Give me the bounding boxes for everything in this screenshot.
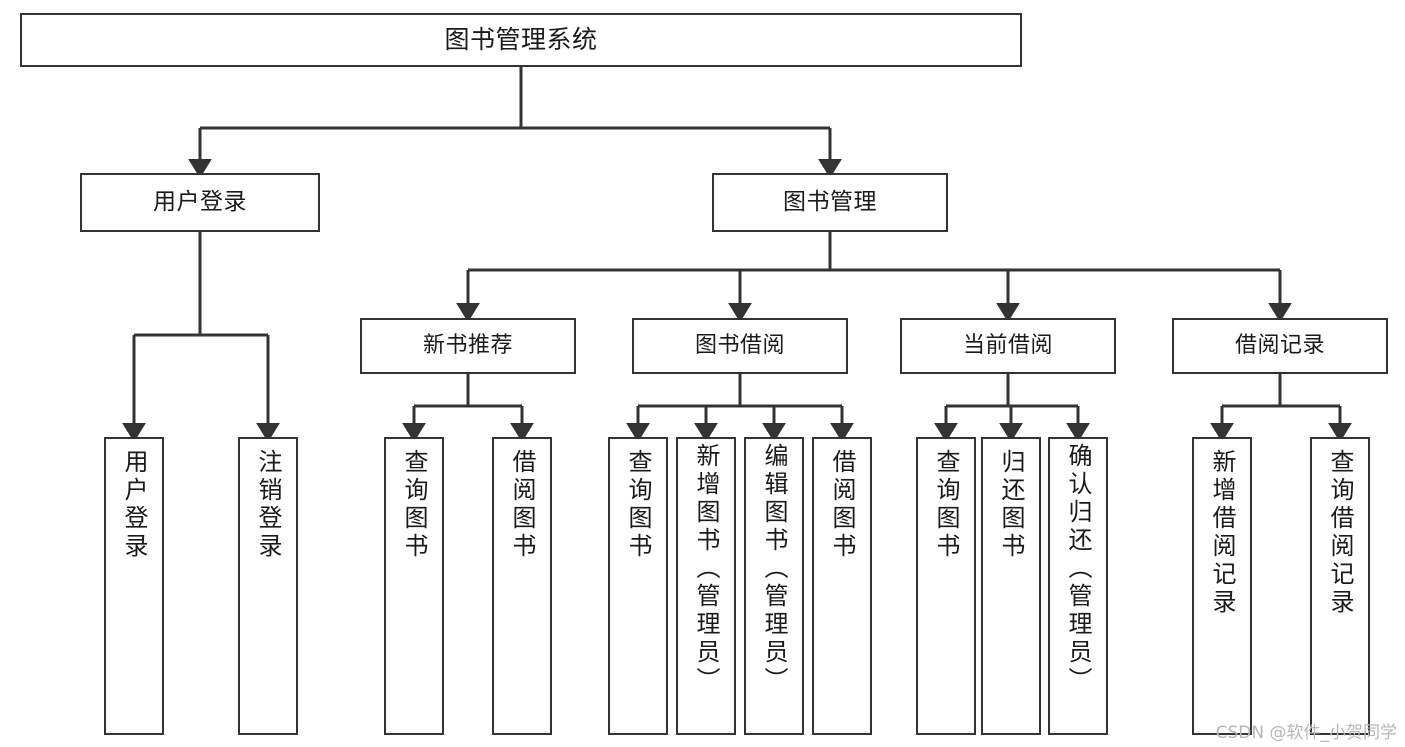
node-leaf-add-book[interactable]: 新增图书（管理员） <box>676 437 736 735</box>
node-new-book-rec-label: 新书推荐 <box>422 333 513 359</box>
node-book-manage[interactable]: 图书管理 <box>712 173 948 232</box>
node-leaf-query-book-1[interactable]: 查询图书 <box>384 437 444 735</box>
node-leaf-query-book-3[interactable]: 查询图书 <box>916 437 976 735</box>
node-leaf-query-book-3-label: 查询图书 <box>932 449 960 561</box>
node-book-borrow[interactable]: 图书借阅 <box>632 318 848 374</box>
node-borrow-record-label: 借阅记录 <box>1234 333 1325 359</box>
node-leaf-user-login[interactable]: 用户登录 <box>104 437 164 735</box>
node-leaf-query-book-1-label: 查询图书 <box>400 449 428 561</box>
node-leaf-borrow-book-2-label: 借阅图书 <box>828 449 856 561</box>
node-leaf-borrow-book-1-label: 借阅图书 <box>508 449 536 561</box>
node-new-book-rec[interactable]: 新书推荐 <box>360 318 576 374</box>
node-leaf-confirm-return-label: 确认归还（管理员） <box>1064 443 1092 695</box>
node-leaf-borrow-book-2[interactable]: 借阅图书 <box>812 437 872 735</box>
node-leaf-query-record-label: 查询借阅记录 <box>1326 449 1354 617</box>
node-leaf-return-book-label: 归还图书 <box>997 449 1025 561</box>
node-leaf-user-login-label: 用户登录 <box>120 449 148 561</box>
node-root[interactable]: 图书管理系统 <box>20 13 1022 67</box>
node-root-label: 图书管理系统 <box>444 24 598 54</box>
node-user-login[interactable]: 用户登录 <box>80 173 320 232</box>
node-leaf-edit-book-label: 编辑图书（管理员） <box>760 443 788 695</box>
node-leaf-query-book-2-label: 查询图书 <box>624 449 652 561</box>
node-borrow-record[interactable]: 借阅记录 <box>1172 318 1388 374</box>
node-leaf-confirm-return[interactable]: 确认归还（管理员） <box>1048 437 1108 735</box>
node-leaf-add-book-label: 新增图书（管理员） <box>692 443 720 695</box>
node-leaf-query-record[interactable]: 查询借阅记录 <box>1310 437 1370 735</box>
node-leaf-add-record[interactable]: 新增借阅记录 <box>1192 437 1252 735</box>
node-book-borrow-label: 图书借阅 <box>694 333 785 359</box>
node-leaf-query-book-2[interactable]: 查询图书 <box>608 437 668 735</box>
node-leaf-return-book[interactable]: 归还图书 <box>981 437 1041 735</box>
node-current-borrow[interactable]: 当前借阅 <box>900 318 1116 374</box>
node-leaf-edit-book[interactable]: 编辑图书（管理员） <box>744 437 804 735</box>
node-leaf-add-record-label: 新增借阅记录 <box>1208 449 1236 617</box>
node-leaf-logout-label: 注销登录 <box>254 449 282 561</box>
node-user-login-label: 用户登录 <box>153 189 247 216</box>
node-leaf-borrow-book-1[interactable]: 借阅图书 <box>492 437 552 735</box>
node-current-borrow-label: 当前借阅 <box>962 333 1053 359</box>
node-leaf-logout[interactable]: 注销登录 <box>238 437 298 735</box>
node-book-manage-label: 图书管理 <box>783 189 877 216</box>
